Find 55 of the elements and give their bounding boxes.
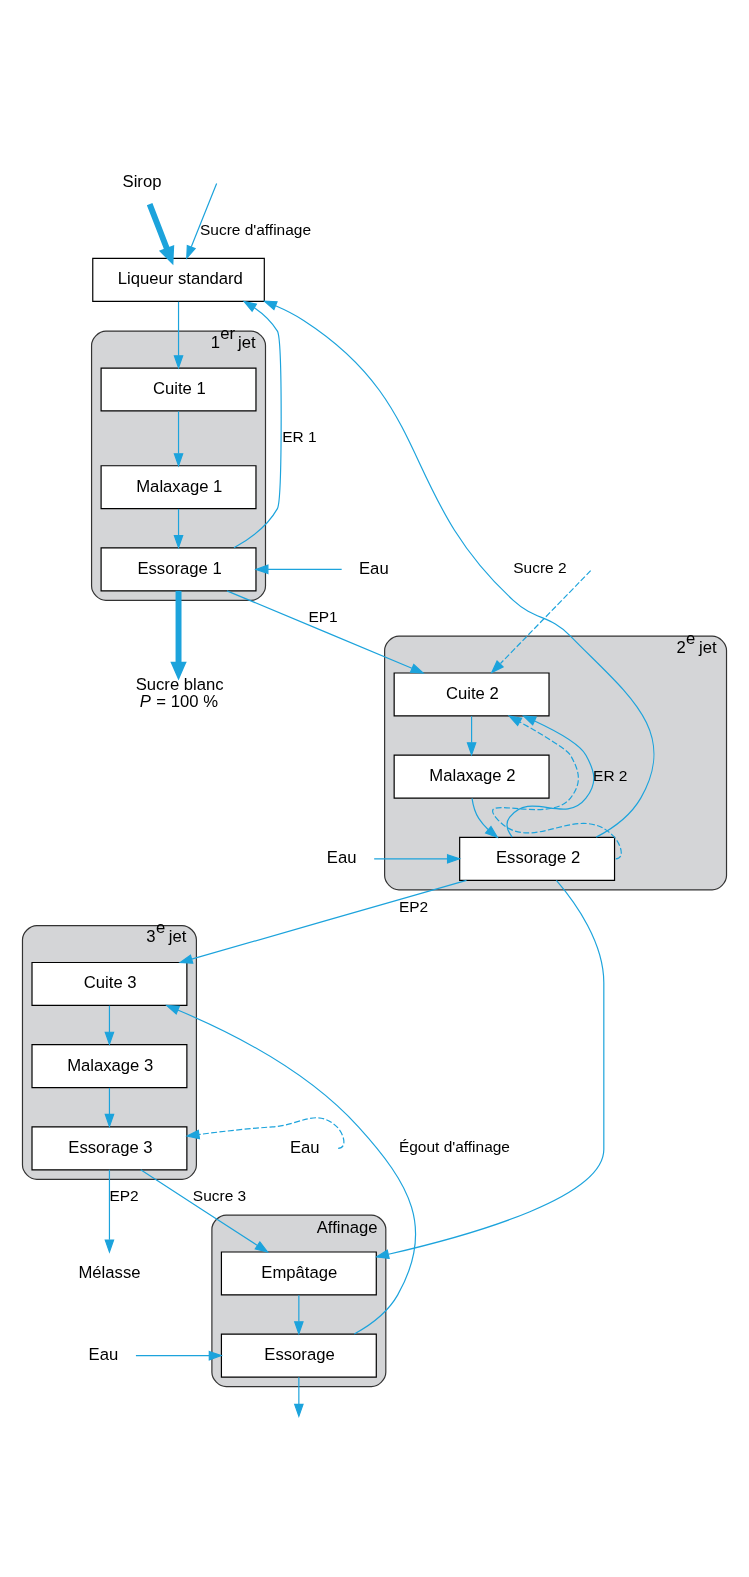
arrow xyxy=(471,797,499,839)
node-box: Liqueur standard xyxy=(92,257,265,302)
arrow xyxy=(146,202,175,265)
node-text: Mélasse xyxy=(78,1262,141,1282)
node-box: Malaxage 1 xyxy=(100,464,257,509)
arrow xyxy=(466,715,477,756)
arrow xyxy=(178,879,468,964)
node-text: Eau xyxy=(289,1137,320,1157)
arrow xyxy=(104,1004,115,1046)
node-box: Cuite 2 xyxy=(393,671,550,716)
edge-label: Sucre 2 xyxy=(513,558,567,576)
arrow xyxy=(186,182,218,260)
node-box: Essorage 3 xyxy=(31,1125,188,1170)
edge-label: Sucre 3 xyxy=(192,1186,247,1204)
arrow xyxy=(104,1086,115,1128)
arrow xyxy=(170,590,187,680)
arrow xyxy=(135,1350,223,1361)
arrow xyxy=(490,569,592,674)
node-box: Empâtage xyxy=(220,1250,377,1295)
arrow xyxy=(233,300,282,548)
arrow xyxy=(165,1004,417,1334)
edge-label: Égout d'affinage xyxy=(398,1137,510,1155)
edge-label: ER 1 xyxy=(282,427,317,445)
arrow xyxy=(506,714,595,838)
node-box: Malaxage 3 xyxy=(31,1043,188,1088)
node-box: Essorage xyxy=(220,1333,377,1378)
arrow xyxy=(262,300,655,838)
edge-label: EP2 xyxy=(398,897,429,915)
arrow xyxy=(254,563,343,574)
arrow xyxy=(173,507,184,549)
arrow xyxy=(293,1294,304,1335)
arrow xyxy=(293,1376,304,1418)
arrow xyxy=(140,1168,270,1253)
node-text: Sirop xyxy=(122,171,162,191)
node-box: Cuite 3 xyxy=(31,961,188,1006)
edge-label: Sucre d'affinage xyxy=(199,220,312,238)
arrow xyxy=(226,589,425,674)
edge-label: EP2 xyxy=(109,1186,139,1204)
node-box: Essorage 2 xyxy=(459,836,616,881)
arrow xyxy=(173,300,184,369)
arrow xyxy=(373,853,462,864)
node-box: Cuite 1 xyxy=(100,366,257,412)
node-text: Sucre blanc P = 100 % xyxy=(135,674,224,711)
node-text: Eau xyxy=(88,1344,119,1364)
node-box: Essorage 1 xyxy=(100,546,257,591)
node-text: Eau xyxy=(326,847,357,867)
edge-label: EP1 xyxy=(308,607,338,625)
arrow xyxy=(104,1168,115,1254)
arrow xyxy=(173,410,184,467)
arrow xyxy=(492,714,622,859)
edge-label: ER 2 xyxy=(593,766,628,784)
arrow xyxy=(374,879,605,1259)
arrow xyxy=(185,1116,345,1149)
node-text: Eau xyxy=(359,558,389,578)
node-box: Malaxage 2 xyxy=(393,754,550,799)
